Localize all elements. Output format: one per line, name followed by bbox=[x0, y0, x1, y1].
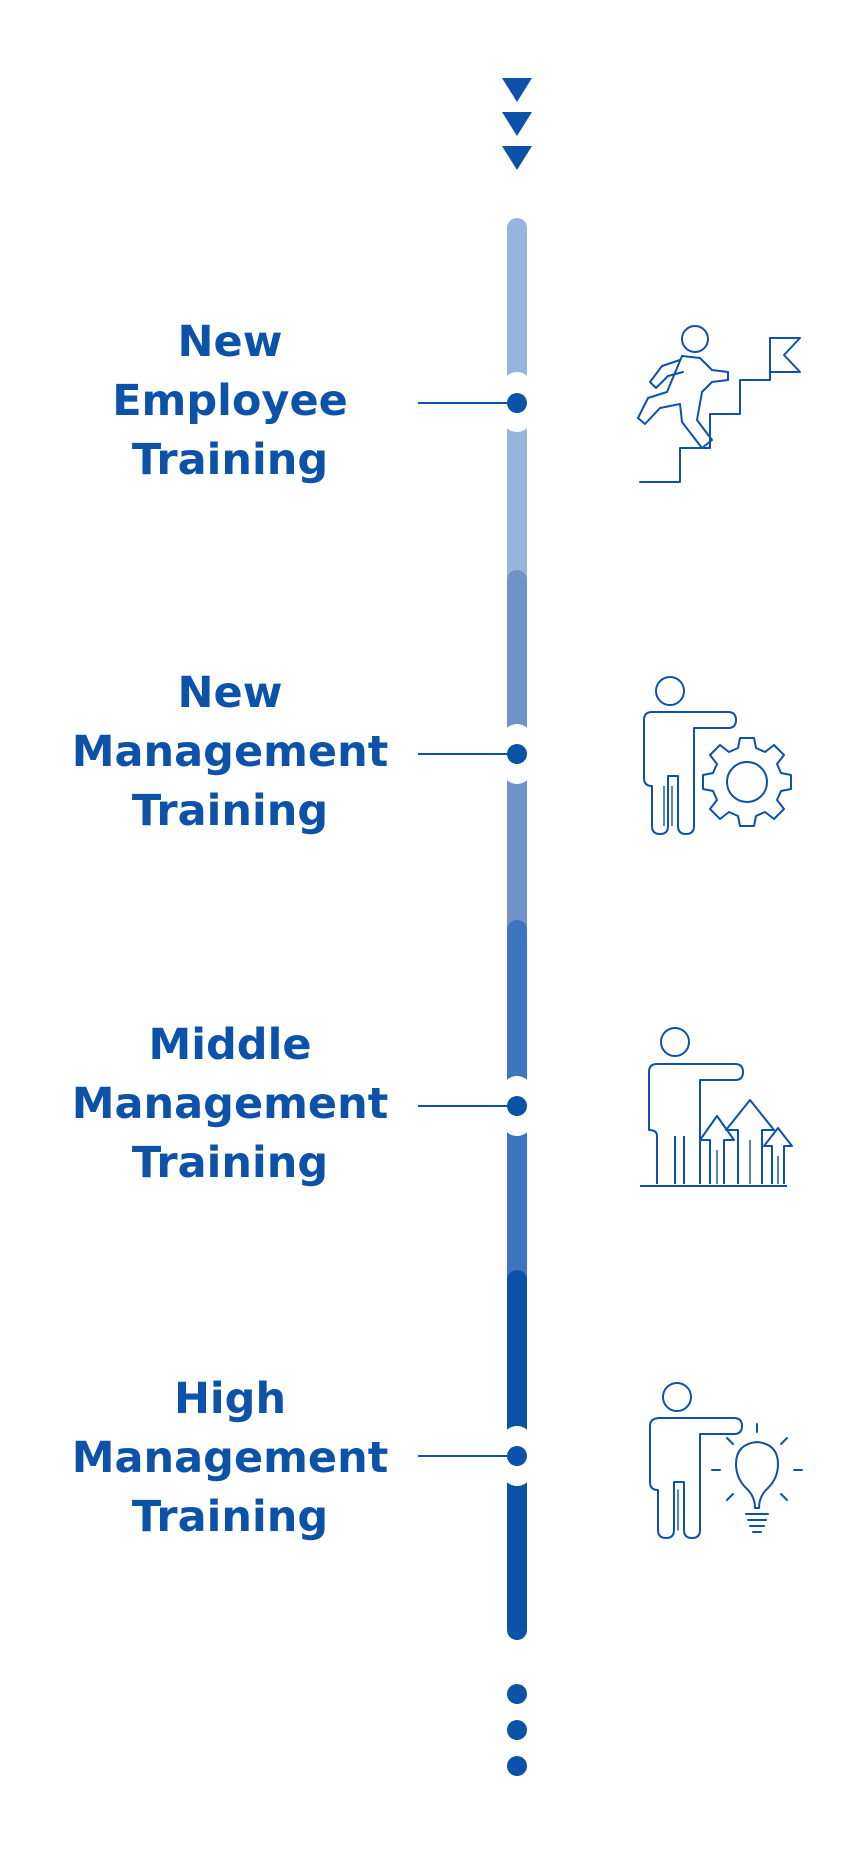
stage-label-line: Training bbox=[131, 1138, 329, 1188]
stage-label-line: Employee bbox=[112, 376, 348, 426]
stage-label-line: Training bbox=[131, 786, 329, 836]
stage-label-high-management-training: High Management Training bbox=[20, 1370, 440, 1547]
timeline-node-3 bbox=[418, 1076, 532, 1136]
triple-down-arrow-icon bbox=[502, 78, 532, 170]
stage-label-new-employee-training: New Employee Training bbox=[20, 313, 440, 490]
person-lightbulb-icon bbox=[649, 1382, 803, 1539]
climbing-stairs-flag-icon bbox=[637, 325, 801, 483]
vertical-ellipsis-icon bbox=[507, 1684, 527, 1776]
stage-label-line: Management bbox=[71, 1079, 389, 1129]
person-growth-arrows-icon bbox=[640, 1027, 793, 1187]
stage-label-middle-management-training: Middle Management Training bbox=[20, 1016, 440, 1193]
person-gear-icon bbox=[643, 676, 792, 835]
timeline-node-1 bbox=[418, 372, 532, 432]
stage-label-line: New bbox=[177, 668, 283, 718]
stage-label-line: Training bbox=[131, 1492, 329, 1542]
timeline-node-4 bbox=[418, 1426, 532, 1486]
stage-label-line: Training bbox=[131, 435, 329, 485]
timeline-node-2 bbox=[418, 724, 532, 784]
stage-label-line: New bbox=[177, 317, 283, 367]
stage-label-line: Management bbox=[71, 1433, 389, 1483]
stage-label-line: High bbox=[173, 1374, 287, 1424]
stage-label-new-management-training: New Management Training bbox=[20, 664, 440, 841]
stage-label-line: Middle bbox=[148, 1020, 312, 1070]
stage-label-line: Management bbox=[71, 727, 389, 777]
